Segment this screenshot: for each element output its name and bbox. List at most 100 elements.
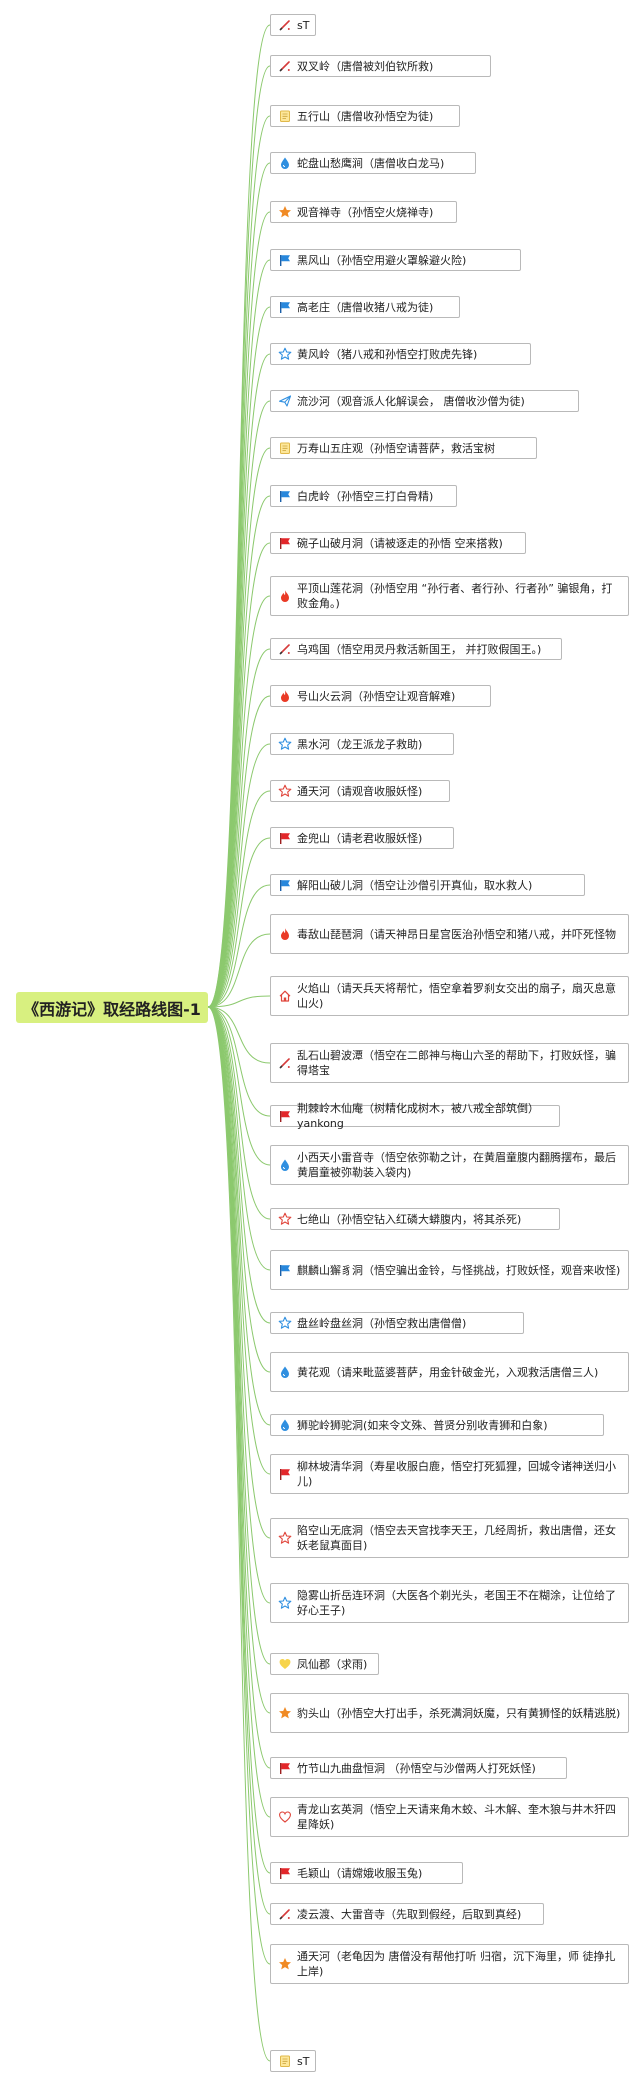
- topic-node[interactable]: sT: [270, 2050, 316, 2072]
- topic-label: 平顶山莲花洞（孙悟空用 “孙行者、者行孙、行者孙” 骗银角，打败金角。): [297, 582, 613, 610]
- orange-star-icon: [278, 1706, 292, 1720]
- topic-node[interactable]: 号山火云洞（孙悟空让观音解难): [270, 685, 491, 707]
- topic-node[interactable]: 金兜山（请老君收服妖怪): [270, 827, 454, 849]
- connector-line: [207, 837, 271, 1008]
- connector-line: [207, 1006, 271, 1665]
- connector-line: [207, 1006, 271, 1220]
- connector-line: [207, 1006, 271, 1965]
- connector-line: [207, 884, 271, 1008]
- blue-star-outline-icon: [278, 737, 292, 751]
- connector-line: [207, 495, 271, 1008]
- topic-node[interactable]: 毛颖山（请嫦娥收服玉兔): [270, 1862, 463, 1884]
- topic-label: 号山火云洞（孙悟空让观音解难): [297, 689, 456, 703]
- topic-node[interactable]: 乱石山碧波潭（悟空在二郎神与梅山六圣的帮助下，打败妖怪，骗得塔宝: [270, 1043, 629, 1083]
- red-flag-icon: [278, 1467, 292, 1481]
- connector-line: [207, 65, 271, 1008]
- connector-line: [207, 995, 271, 1008]
- topic-node[interactable]: 蛇盘山愁鹰涧（唐僧收白龙马): [270, 152, 476, 174]
- topic-label: 乌鸡国（悟空用灵丹救活新国王， 并打败假国王。): [297, 642, 542, 656]
- topic-node[interactable]: 黑风山（孙悟空用避火罩躲避火险): [270, 249, 521, 271]
- topic-label: 火焰山（请天兵天将帮忙，悟空拿着罗刹女交出的扇子，扇灭息意山火): [297, 982, 616, 1010]
- topic-node[interactable]: 柳林坡清华洞（寿星收服白鹿，悟空打死狐狸，回城令诸神送归小儿): [270, 1454, 629, 1494]
- topic-label: 毛颖山（请嫦娥收服玉兔): [297, 1866, 423, 1880]
- topic-node[interactable]: 解阳山破儿洞（悟空让沙僧引开真仙，取水救人): [270, 874, 585, 896]
- topic-node[interactable]: 白虎岭（孙悟空三打白骨精): [270, 485, 457, 507]
- topic-label: 隐雾山折岳连环洞（大医各个剃光头，老国王不在糊涂，让位给了好心王子): [297, 1589, 616, 1617]
- topic-label: 毒敌山琵琶洞（请天神昂日星宫医治孙悟空和猪八戒，并吓死怪物: [297, 927, 616, 941]
- topic-node[interactable]: 麒麟山獬豸洞（悟空骗出金铃，与怪挑战，打败妖怪，观音来收怪): [270, 1250, 629, 1290]
- topic-node[interactable]: 隐雾山折岳连环洞（大医各个剃光头，老国王不在糊涂，让位给了好心王子): [270, 1583, 629, 1623]
- drop-icon: [278, 1365, 292, 1379]
- drop-icon: [278, 1158, 292, 1172]
- topic-label: sT: [297, 18, 310, 32]
- orange-star-icon: [278, 1957, 292, 1971]
- flame-icon: [278, 927, 292, 941]
- note-icon: [278, 109, 292, 123]
- topic-node[interactable]: 盘丝岭盘丝洞（孙悟空救出唐僧僧): [270, 1312, 524, 1334]
- connector-line: [207, 1006, 271, 1324]
- topic-node[interactable]: 荆棘岭木仙庵（树精化成树木，被八戒全部筑倒）yankong: [270, 1102, 560, 1130]
- connector-line: [207, 790, 271, 1008]
- topic-node[interactable]: 高老庄（唐僧收猪八戒为徒): [270, 296, 460, 318]
- topic-label: 陷空山无底洞（悟空去天宫找李天王，几经周折，救出唐僧，还女妖老鼠真面目): [297, 1524, 616, 1552]
- topic-label: 七绝山（孙悟空钻入红磷大蟒腹内，将其杀死): [297, 1212, 522, 1226]
- topic-node[interactable]: 乌鸡国（悟空用灵丹救活新国王， 并打败假国王。): [270, 638, 562, 660]
- pencil-icon: [278, 59, 292, 73]
- topic-label: 青龙山玄英洞（悟空上天请来角木蛟、斗木解、奎木狼与井木犴四星降妖): [297, 1803, 616, 1831]
- topic-label: 乱石山碧波潭（悟空在二郎神与梅山六圣的帮助下，打败妖怪，骗得塔宝: [297, 1049, 616, 1077]
- connector-line: [207, 1006, 271, 2062]
- topic-node[interactable]: 毒敌山琵琶洞（请天神昂日星宫医治孙悟空和猪八戒，并吓死怪物: [270, 914, 629, 954]
- connector-line: [207, 353, 271, 1008]
- topic-node[interactable]: 观音禅寺（孙悟空火烧禅寺): [270, 201, 457, 223]
- connector-line: [207, 743, 271, 1008]
- topic-node[interactable]: 黄风岭（猪八戒和孙悟空打败虎先锋): [270, 343, 531, 365]
- topic-node[interactable]: 凌云渡、大雷音寺（先取到假经，后取到真经): [270, 1903, 544, 1925]
- red-star-outline-icon: [278, 784, 292, 798]
- topic-label: 豹头山（孙悟空大打出手，杀死满洞妖魔，只有黄狮怪的妖精逃脱): [297, 1706, 621, 1720]
- topic-node[interactable]: 平顶山莲花洞（孙悟空用 “孙行者、者行孙、行者孙” 骗银角，打败金角。): [270, 576, 629, 616]
- connector-line: [207, 1006, 271, 1426]
- topic-node[interactable]: 凤仙郡（求雨): [270, 1653, 379, 1675]
- topic-node[interactable]: 竹节山九曲盘恒洞 （孙悟空与沙僧两人打死妖怪): [270, 1757, 567, 1779]
- topic-node[interactable]: 双叉岭（唐僧被刘伯钦所救): [270, 55, 491, 77]
- drop-icon: [278, 156, 292, 170]
- root-node[interactable]: 《西游记》取经路线图-1: [16, 992, 208, 1023]
- topic-node[interactable]: 陷空山无底洞（悟空去天宫找李天王，几经周折，救出唐僧，还女妖老鼠真面目): [270, 1518, 629, 1558]
- topic-label: 通天河（请观音收服妖怪): [297, 784, 423, 798]
- topic-node[interactable]: 黄花观（请来毗蓝婆菩萨，用金针破金光，入观救活唐僧三人): [270, 1352, 629, 1392]
- red-star-outline-icon: [278, 1212, 292, 1226]
- topic-node[interactable]: 黑水河（龙王派龙子救助): [270, 733, 454, 755]
- connector-line: [207, 1006, 271, 1539]
- topic-node[interactable]: 小西天小雷音寺（悟空依弥勒之计，在黄眉童腹内翻腾摆布，最后黄眉童被弥勒装入袋内): [270, 1145, 629, 1185]
- red-star-outline-icon: [278, 1531, 292, 1545]
- heart-yellow-icon: [278, 1657, 292, 1671]
- topic-node[interactable]: 流沙河（观音派人化解误会， 唐僧收沙僧为徒): [270, 390, 579, 412]
- topic-node[interactable]: 豹头山（孙悟空大打出手，杀死满洞妖魔，只有黄狮怪的妖精逃脱): [270, 1693, 629, 1733]
- connector-line: [207, 1006, 271, 1117]
- connector-line: [207, 1006, 271, 1769]
- red-flag-icon: [278, 1109, 292, 1123]
- topic-node[interactable]: 青龙山玄英洞（悟空上天请来角木蛟、斗木解、奎木狼与井木犴四星降妖): [270, 1797, 629, 1837]
- topic-label: 万寿山五庄观（孙悟空请菩萨，救活宝树: [297, 441, 495, 455]
- topic-node[interactable]: 通天河（请观音收服妖怪): [270, 780, 450, 802]
- paper-plane-icon: [278, 394, 292, 408]
- topic-node[interactable]: 万寿山五庄观（孙悟空请菩萨，救活宝树: [270, 437, 537, 459]
- topic-node[interactable]: 火焰山（请天兵天将帮忙，悟空拿着罗刹女交出的扇子，扇灭息意山火): [270, 976, 629, 1016]
- topic-node[interactable]: 狮驼岭狮驼洞(如来令文殊、普贤分别收青狮和白象): [270, 1414, 604, 1436]
- blue-flag-icon: [278, 1263, 292, 1277]
- connector-line: [207, 1006, 271, 1604]
- connector-line: [207, 1006, 271, 1271]
- topic-node[interactable]: 七绝山（孙悟空钻入红磷大蟒腹内，将其杀死): [270, 1208, 560, 1230]
- topic-label: 碗子山破月洞（请被逐走的孙悟 空来搭救): [297, 536, 503, 550]
- topic-node[interactable]: 通天河（老龟因为 唐僧没有帮他打听 归宿，沉下海里，师 徒挣扎上岸): [270, 1944, 629, 1984]
- red-flag-icon: [278, 536, 292, 550]
- connector-line: [207, 1006, 271, 1373]
- topic-node[interactable]: sT: [270, 14, 316, 36]
- home-icon: [278, 989, 292, 1003]
- orange-star-icon: [278, 205, 292, 219]
- topic-label: 流沙河（观音派人化解误会， 唐僧收沙僧为徒): [297, 394, 525, 408]
- topic-node[interactable]: 五行山（唐僧收孙悟空为徒): [270, 105, 460, 127]
- topic-label: 高老庄（唐僧收猪八戒为徒): [297, 300, 434, 314]
- topic-node[interactable]: 碗子山破月洞（请被逐走的孙悟 空来搭救): [270, 532, 526, 554]
